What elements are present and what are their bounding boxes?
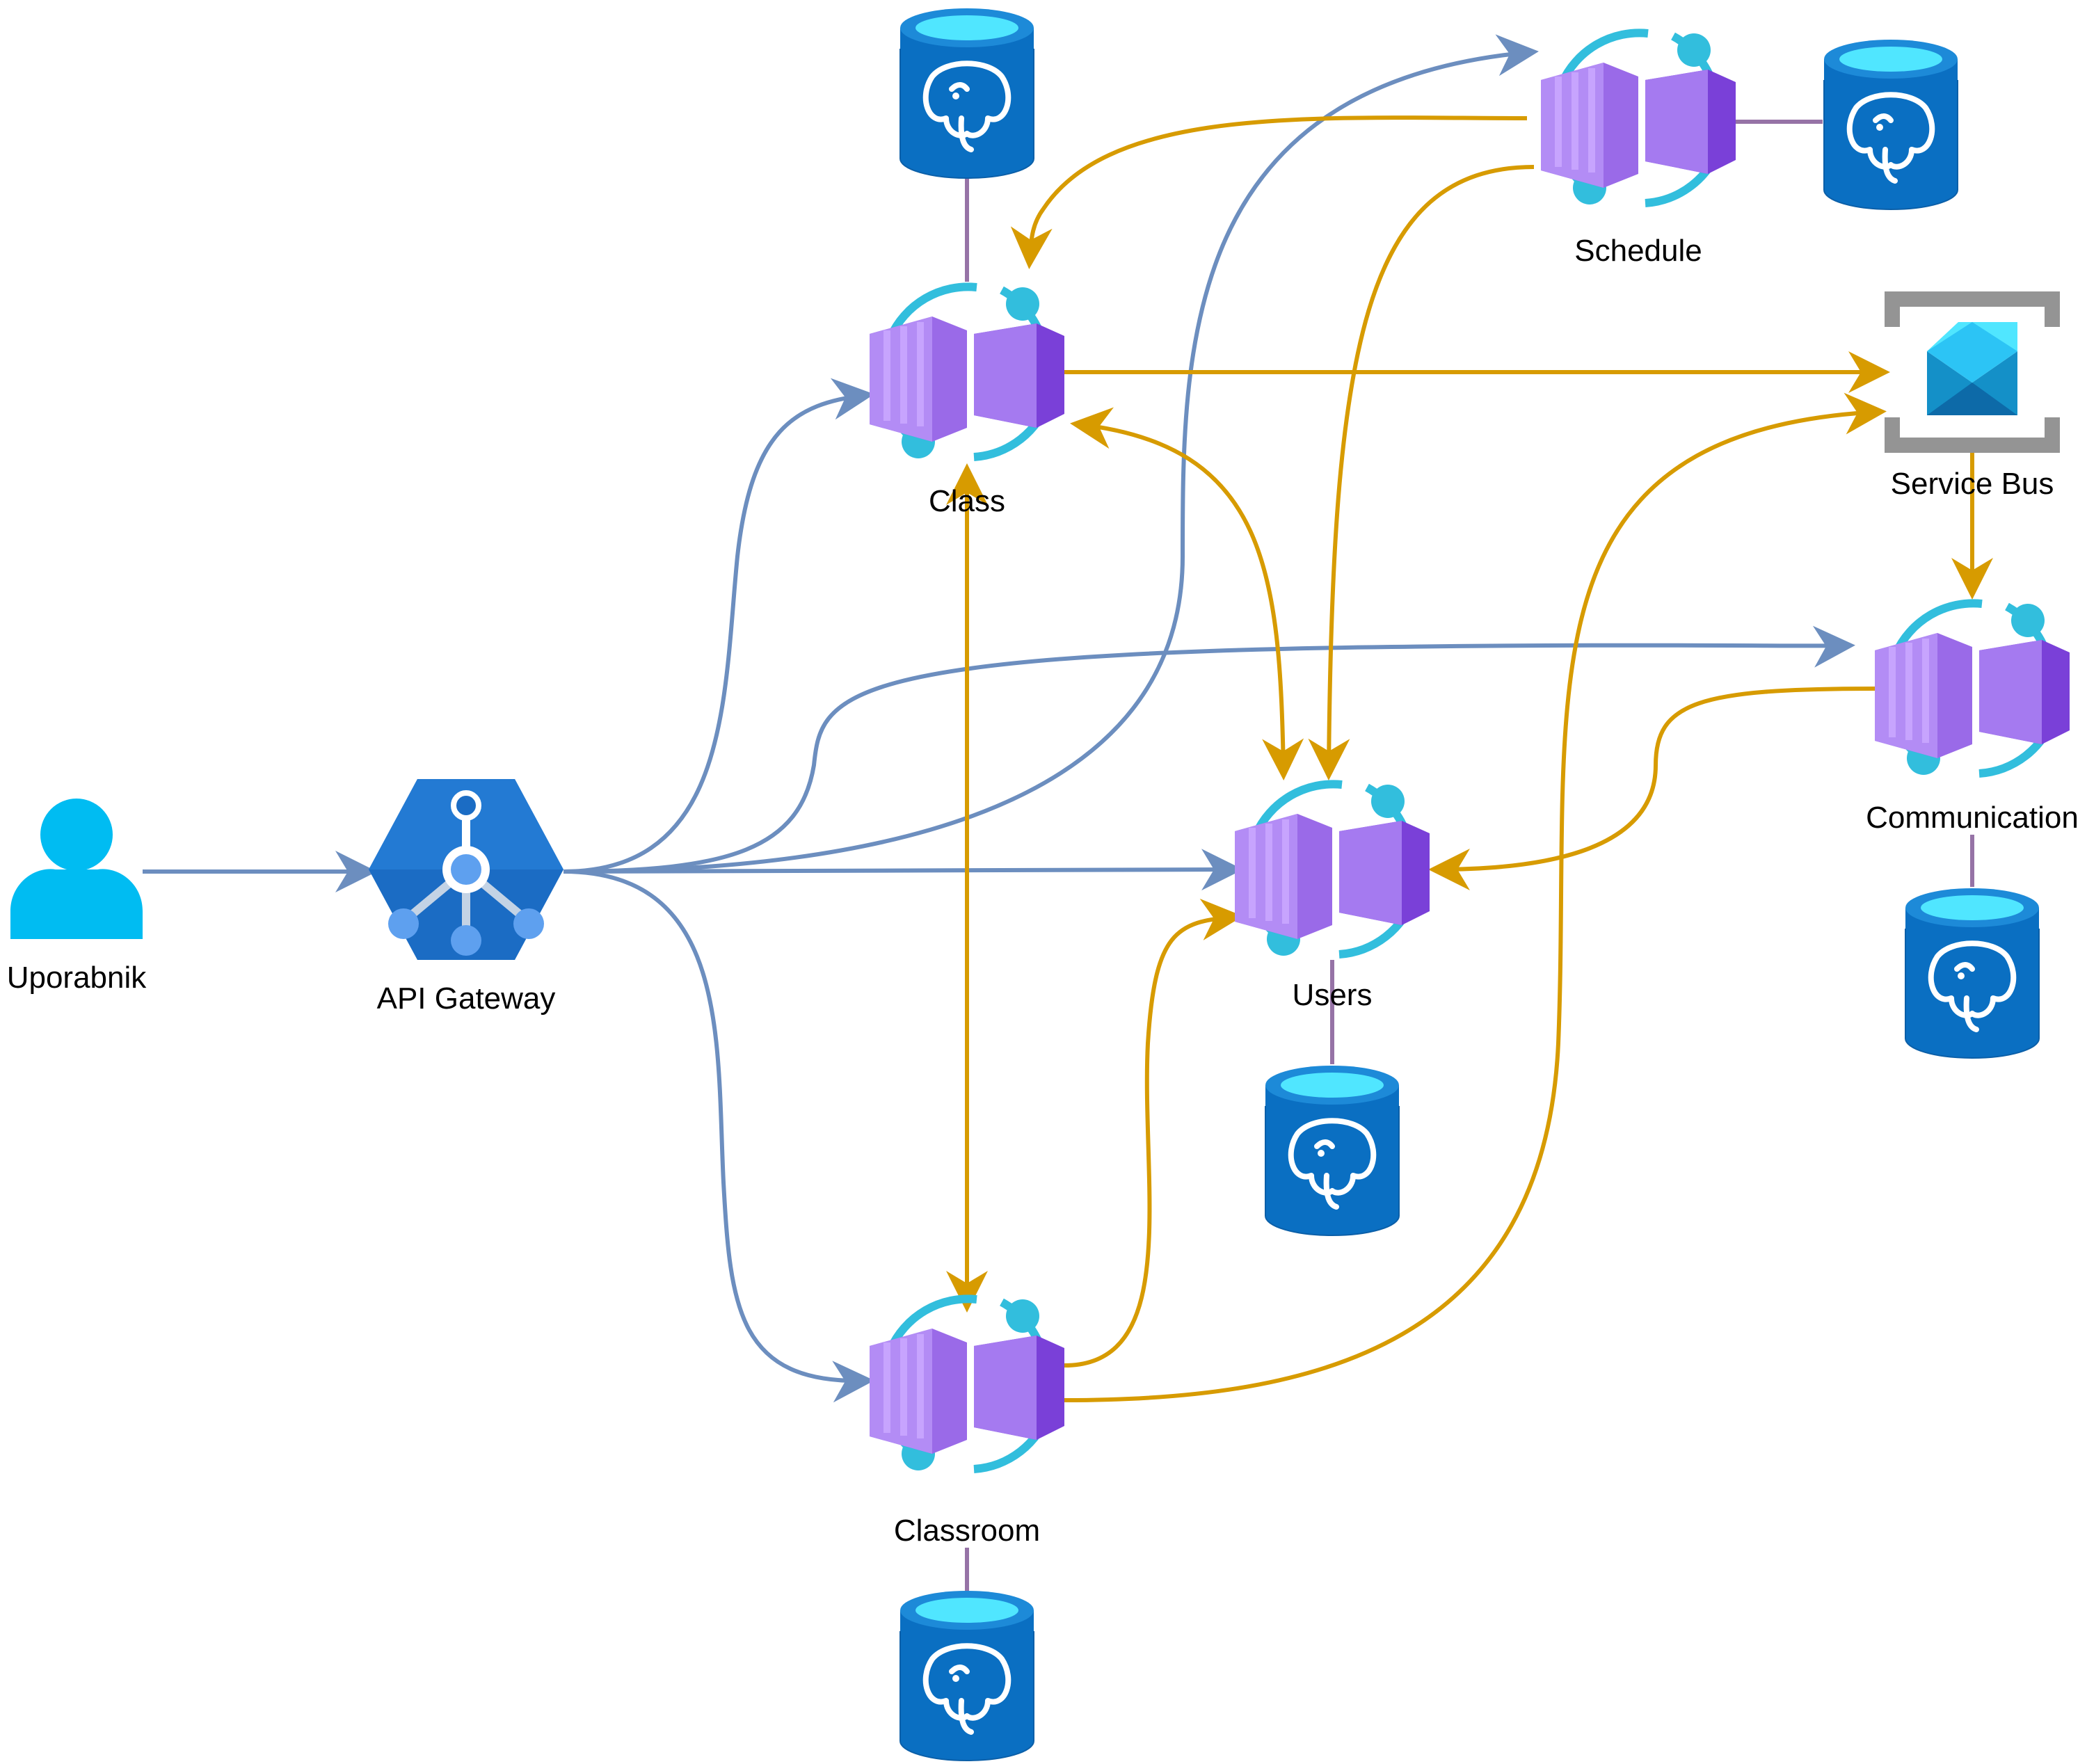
edge-communication-users [1428,687,1876,890]
communication-database[interactable] [1905,888,2039,1058]
container-app-icon [1875,603,2070,775]
class-database[interactable] [900,8,1034,178]
schedule-node[interactable]: Schedule [1541,33,1736,268]
classroom-label: Classroom [894,1514,1040,1548]
class-label: Class [929,484,1005,518]
schedule-database[interactable] [1824,40,1958,209]
user-icon [10,799,143,939]
edge-classroom-servicebus [1064,392,1887,1402]
communication-node[interactable]: Communication [1866,603,2079,835]
users-node[interactable]: Users [1235,784,1430,1012]
postgresql-database-icon [1824,40,1958,209]
edge-gateway-classroom [563,869,874,1403]
edge-class-users [1070,407,1304,780]
sync-edges [143,34,1855,1403]
postgresql-database-icon [900,8,1034,178]
user-label: Uporabnik [7,961,147,995]
postgresql-database-icon [1265,1066,1399,1235]
edge-classroom-users [1064,899,1243,1368]
container-app-icon [870,1299,1064,1470]
edge-gateway-schedule [563,34,1539,874]
database-links [965,120,1974,1600]
postgresql-database-icon [900,1591,1034,1761]
container-app-icon [1541,33,1736,205]
api-gateway-node[interactable]: API Gateway [369,779,563,1016]
edge-gateway-class [563,378,874,874]
service-bus-label: Service Bus [1891,467,2054,501]
edge-gateway-users [563,849,1243,891]
communication-label: Communication [1866,801,2079,835]
user-node[interactable]: Uporabnik [7,799,147,995]
service-bus-node[interactable]: Service Bus [1885,291,2060,501]
edge-gateway-communication [563,625,1855,874]
class-node[interactable]: Class [870,287,1064,518]
users-database[interactable] [1265,1066,1399,1235]
schedule-label: Schedule [1574,234,1702,268]
classroom-node[interactable]: Classroom [870,1299,1064,1548]
container-app-icon [1235,784,1430,956]
async-edges [946,115,1993,1402]
container-app-icon [870,287,1064,458]
postgresql-database-icon [1905,888,2039,1058]
api-gateway-label: API Gateway [377,981,556,1016]
edge-schedule-users [1308,165,1535,780]
service-bus-icon [1885,291,2060,453]
users-label: Users [1293,978,1373,1012]
classroom-database[interactable] [900,1591,1034,1761]
edge-schedule-class [1010,115,1528,269]
api-gateway-icon [369,779,563,960]
